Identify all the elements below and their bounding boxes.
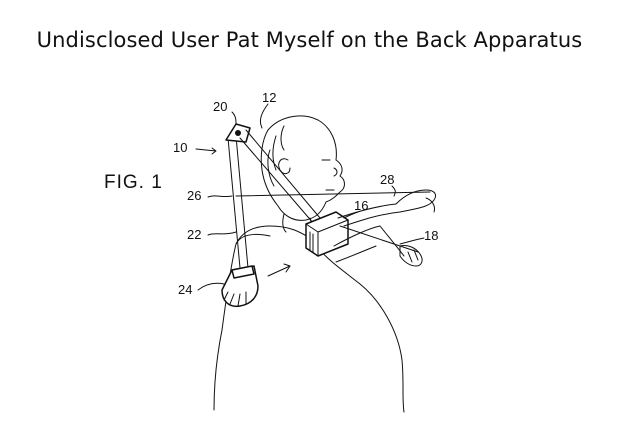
lower-arm — [333, 225, 405, 263]
figure-label: FIG. 1 — [104, 172, 163, 193]
leader-10 — [195, 147, 217, 155]
ref-num-20: 22 — [187, 227, 201, 242]
patting-hand — [221, 265, 259, 308]
leader-28 — [391, 185, 396, 197]
patting-hand-fingers — [223, 291, 247, 307]
person-face-details — [321, 159, 338, 191]
raised-hand — [395, 189, 437, 213]
ref-num-10: 10 — [173, 140, 187, 155]
lever-rod — [339, 225, 419, 253]
page-title: Undisclosed User Pat Myself on the Back … — [36, 28, 583, 52]
shoulder-box-front-edge — [305, 219, 349, 257]
patting-hand-cuff — [231, 265, 255, 279]
diagonal-arm — [245, 129, 321, 219]
ref-num-16: 16 — [354, 198, 368, 213]
leader-12 — [259, 103, 269, 129]
vertical-rod-edge — [235, 135, 249, 269]
motion-arrow-head — [283, 263, 291, 273]
ref-num-26: 26 — [187, 188, 201, 203]
diagonal-arm-edge — [239, 137, 315, 225]
leader-16 — [343, 211, 359, 219]
raised-arm — [337, 203, 401, 227]
gripping-hand — [399, 245, 423, 267]
leader-22 — [231, 111, 237, 125]
ref-num-12: 12 — [262, 90, 276, 105]
shoulder-box-hatching — [309, 231, 314, 253]
leader-20 — [207, 231, 237, 236]
person-shoulder-outline — [235, 225, 311, 245]
top-pulley-axle — [235, 130, 241, 136]
ref-num-28: 28 — [380, 172, 394, 187]
shoulder-box — [305, 211, 349, 257]
person-body-outline — [213, 233, 405, 413]
vertical-rod — [227, 137, 241, 269]
ref-num-24: 24 — [178, 282, 192, 297]
ref-num-18: 18 — [424, 228, 438, 243]
person-hair — [267, 125, 285, 187]
person-head-outline — [260, 115, 345, 221]
leader-18 — [399, 237, 425, 245]
leader-26 — [207, 195, 233, 198]
leader-24 — [197, 282, 225, 291]
pull-cord — [235, 191, 431, 197]
motion-arrow — [267, 265, 291, 277]
ref-num-22: 20 — [213, 99, 227, 114]
